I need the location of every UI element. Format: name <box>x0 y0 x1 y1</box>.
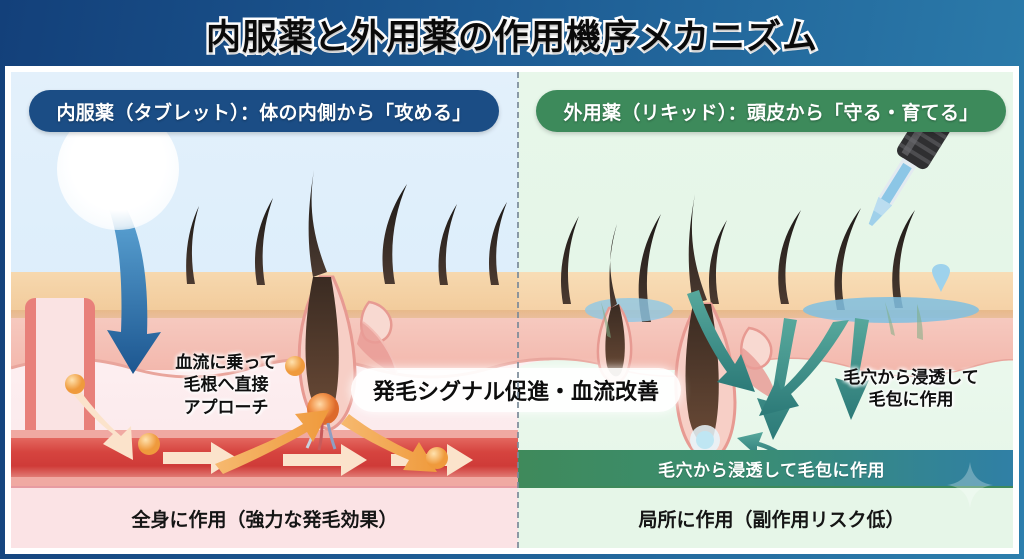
diagram-panel: 内服薬（タブレット）：体の内側から「攻める」 外用薬（リキッド）：頭皮から「守る… <box>11 72 1013 548</box>
right-panel-header: 外用薬（リキッド）：頭皮から「守る・育てる」 <box>536 90 1006 132</box>
right-header-label: 外用薬（リキッド）：頭皮から「守る・育てる」 <box>563 102 979 124</box>
center-callout-label: 発毛シグナル促進・血流改善 <box>372 379 659 404</box>
right-summary-label: 局所に作用（副作用リスク低） <box>638 509 905 531</box>
sparkle-icon <box>947 462 993 508</box>
right-annotation-line1: 毛穴から浸透して <box>843 368 979 387</box>
left-annotation-line2: 毛根へ直接 <box>183 375 269 395</box>
left-panel-header: 内服薬（タブレット）：体の内側から「攻める」 <box>29 90 499 132</box>
right-annotation-line2: 毛包に作用 <box>868 390 954 410</box>
title-bar: 内服薬と外用薬の作用機序メカニズム <box>0 0 1024 68</box>
epidermis-layer-right <box>518 272 1013 312</box>
panel-divider <box>517 72 519 548</box>
left-summary-label: 全身に作用（強力な発毛効果） <box>131 509 398 531</box>
left-summary-cell: 全身に作用（強力な発毛効果） <box>11 486 518 548</box>
blood-vessel-wall-bottom <box>11 477 518 486</box>
left-annotation-line3: アプローチ <box>183 397 269 417</box>
left-annotation: 血流に乗って 毛根へ直接 アプローチ <box>131 352 321 419</box>
left-annotation-line1: 血流に乗って <box>175 353 277 372</box>
content-frame: 内服薬（タブレット）：体の内側から「攻める」 外用薬（リキッド）：頭皮から「守る… <box>5 66 1019 554</box>
center-callout: 発毛シグナル促進・血流改善 <box>351 368 681 412</box>
right-summary-cell: 局所に作用（副作用リスク低） <box>518 486 1013 548</box>
right-result-label: 毛穴から浸透して毛包に作用 <box>658 460 885 480</box>
right-result-band: 毛穴から浸透して毛包に作用 <box>518 450 1013 486</box>
page-title: 内服薬と外用薬の作用機序メカニズム <box>203 15 819 59</box>
left-header-label: 内服薬（タブレット）：体の内側から「攻める」 <box>56 102 472 124</box>
blood-vessel-riser <box>25 298 95 448</box>
blood-vessel <box>11 438 518 478</box>
right-annotation: 毛穴から浸透して 毛包に作用 <box>811 367 1011 412</box>
summary-strip: 全身に作用（強力な発毛効果） 局所に作用（副作用リスク低） <box>11 486 1013 548</box>
